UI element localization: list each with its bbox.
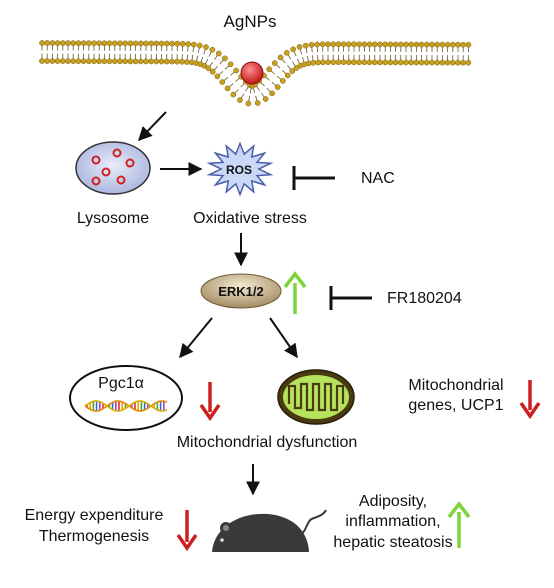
pgc1a-nucleus-icon	[69, 365, 183, 431]
mitochondrial-dysfunction-label: Mitochondrial dysfunction	[177, 434, 358, 451]
ros-label: ROS	[226, 163, 252, 177]
pgc1a-decrease-arrow-icon	[199, 382, 221, 422]
nac-label: NAC	[361, 170, 395, 187]
oxidative-stress-label: Oxidative stress	[193, 210, 307, 227]
mitochondrial-genes-label-line2: genes, UCP1	[408, 397, 503, 414]
lipid-bilayer-icon	[39, 40, 472, 107]
adiposity-increase-arrow-icon	[447, 501, 471, 548]
energy-expenditure-label: Energy expenditure	[25, 507, 164, 524]
silver-nanoparticle-icon	[240, 61, 264, 85]
erk-oval-icon	[200, 273, 282, 309]
fr180204-label: FR180204	[387, 290, 462, 307]
arrow-membrane-to-lysosome	[138, 111, 167, 142]
thermogenesis-label: Thermogenesis	[39, 528, 149, 545]
mitochondrion-icon	[277, 369, 355, 425]
agnps-label: AgNPs	[224, 12, 277, 31]
adiposity-label: Adiposity,	[359, 493, 427, 510]
hepatic-steatosis-label: hepatic steatosis	[333, 534, 452, 551]
mouse-icon	[212, 509, 327, 552]
arrow-erk-to-pgc1a	[179, 317, 213, 359]
pgc1a-label: Pgc1α	[98, 375, 144, 392]
lysosome-icon	[75, 141, 151, 195]
ros-burst-icon	[206, 141, 274, 197]
arrow-erk-to-mitochondria	[269, 317, 298, 359]
lysosome-label: Lysosome	[77, 210, 149, 227]
mito-genes-decrease-arrow-icon	[519, 380, 541, 420]
energy-decrease-arrow-icon	[176, 510, 198, 552]
erk-label: ERK1/2	[218, 284, 264, 299]
mitochondrial-genes-label-line1: Mitochondrial	[408, 377, 503, 394]
inflammation-label: inflammation,	[345, 513, 440, 530]
dna-helix-icon	[84, 400, 168, 412]
erk-increase-arrow-icon	[283, 271, 307, 314]
